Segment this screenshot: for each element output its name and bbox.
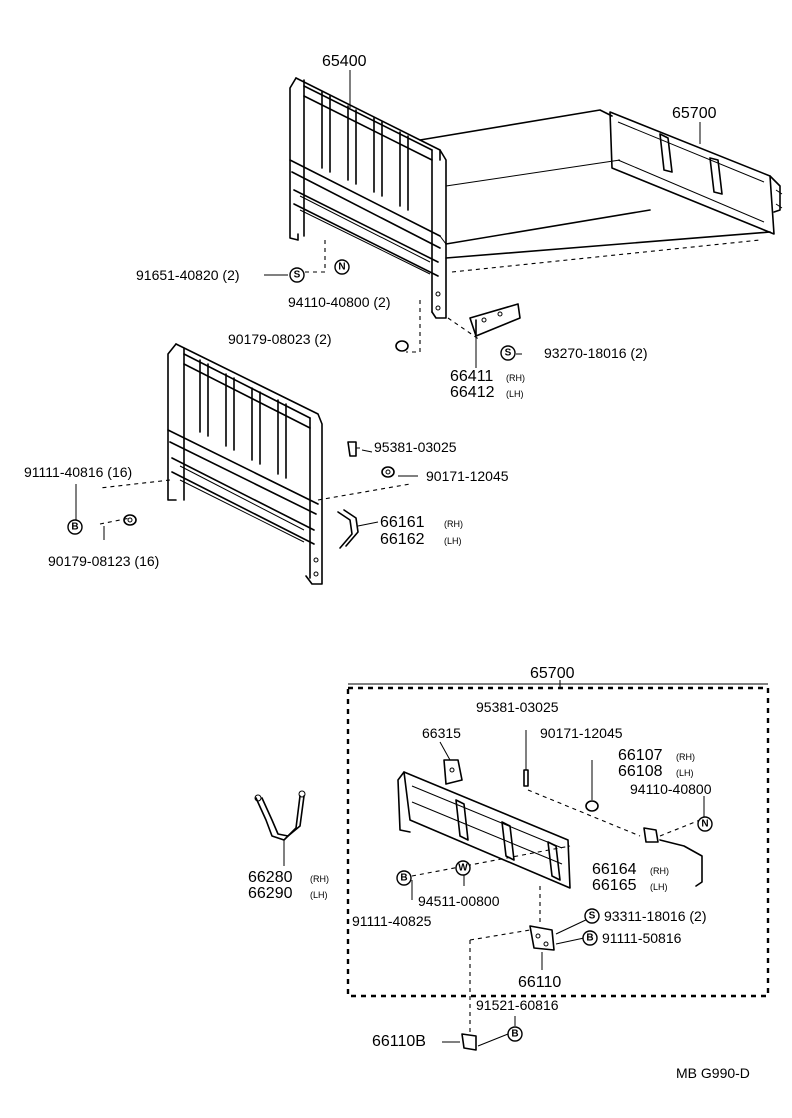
side-panel-drawing [99, 343, 411, 585]
svg-text:N: N [701, 819, 708, 830]
label-93270: 93270-18016 (2) [544, 345, 648, 361]
suffix-66290: (LH) [310, 890, 328, 900]
suffix-66108: (LH) [676, 768, 694, 778]
label-90179-08023: 90179-08023 (2) [228, 331, 332, 347]
suffix-66165: (LH) [650, 882, 668, 892]
strap-66280-drawing [254, 790, 306, 866]
label-66164: 66164 [592, 861, 637, 878]
symbol-n-94110-top: N [334, 259, 350, 275]
label-90171-top: 90171-12045 [426, 468, 509, 484]
reference-code: MB G990-D [676, 1065, 750, 1081]
label-94110-top: 94110-40800 (2) [288, 294, 390, 310]
label-90179-08123: 90179-08123 (16) [48, 553, 159, 569]
label-95381-top: 95381-03025 [374, 439, 457, 455]
label-90171-box: 90171-12045 [540, 725, 623, 741]
svg-text:S: S [505, 348, 512, 359]
small-hardware-drawing [123, 340, 409, 549]
suffix-66107: (RH) [676, 752, 695, 762]
label-91111-40816: 91111-40816 (16) [24, 464, 132, 480]
label-66110B: 66110B [372, 1033, 426, 1050]
label-94511: 94511-00800 [418, 893, 500, 909]
suffix-66162: (LH) [444, 536, 462, 546]
svg-text:B: B [586, 933, 593, 944]
suffix-66164: (RH) [650, 866, 669, 876]
svg-text:B: B [511, 1029, 518, 1040]
label-65700-top: 65700 [672, 105, 717, 122]
label-66108: 66108 [618, 763, 663, 780]
symbol-b-91111-40816: B [67, 519, 83, 535]
symbol-s-93270: S [500, 345, 516, 361]
label-91651: 91651-40820 (2) [136, 267, 240, 283]
truck-bed-drawing [289, 77, 783, 353]
label-93311: 93311-18016 (2) [604, 908, 706, 924]
label-91111-50816: 91111-50816 [602, 930, 682, 946]
label-66161: 66161 [380, 514, 425, 531]
svg-text:S: S [294, 270, 301, 281]
symbol-b-91111-50816: B [582, 930, 598, 946]
label-66165: 66165 [592, 877, 637, 894]
tailgate-detail-box [346, 680, 770, 998]
symbol-n-94110-box: N [697, 816, 713, 832]
suffix-66161: (RH) [444, 519, 463, 529]
label-91111-40825: 91111-40825 [352, 913, 432, 929]
label-65400: 65400 [322, 53, 367, 70]
symbol-b-91521: B [507, 1026, 523, 1042]
label-66411: 66411 [450, 368, 493, 385]
label-95381-box: 95381-03025 [476, 699, 559, 715]
svg-text:B: B [400, 873, 407, 884]
symbol-s-91651: S [289, 267, 305, 283]
suffix-66412: (LH) [506, 389, 524, 399]
tailgate-drawing [397, 730, 705, 1051]
symbol-b-91111-40825: B [396, 870, 412, 886]
label-66107: 66107 [618, 747, 663, 764]
label-66110: 66110 [518, 974, 561, 991]
svg-text:W: W [458, 863, 468, 874]
label-66280: 66280 [248, 869, 293, 886]
bracket-66411-drawing [469, 303, 521, 368]
suffix-66411: (RH) [506, 373, 525, 383]
leader-lines [75, 70, 701, 540]
label-66315: 66315 [422, 725, 461, 741]
symbol-s-93311: S [584, 908, 600, 924]
label-66290: 66290 [248, 885, 293, 902]
label-94110-box: 94110-40800 [630, 781, 712, 797]
label-91521: 91521-60816 [476, 997, 559, 1013]
label-66162: 66162 [380, 531, 425, 548]
label-66412: 66412 [450, 384, 495, 401]
symbol-w-94511: W [455, 860, 471, 876]
svg-text:B: B [71, 522, 78, 533]
svg-text:S: S [589, 911, 596, 922]
suffix-66280: (RH) [310, 874, 329, 884]
svg-text:N: N [338, 262, 345, 273]
label-65700-box: 65700 [530, 665, 575, 682]
